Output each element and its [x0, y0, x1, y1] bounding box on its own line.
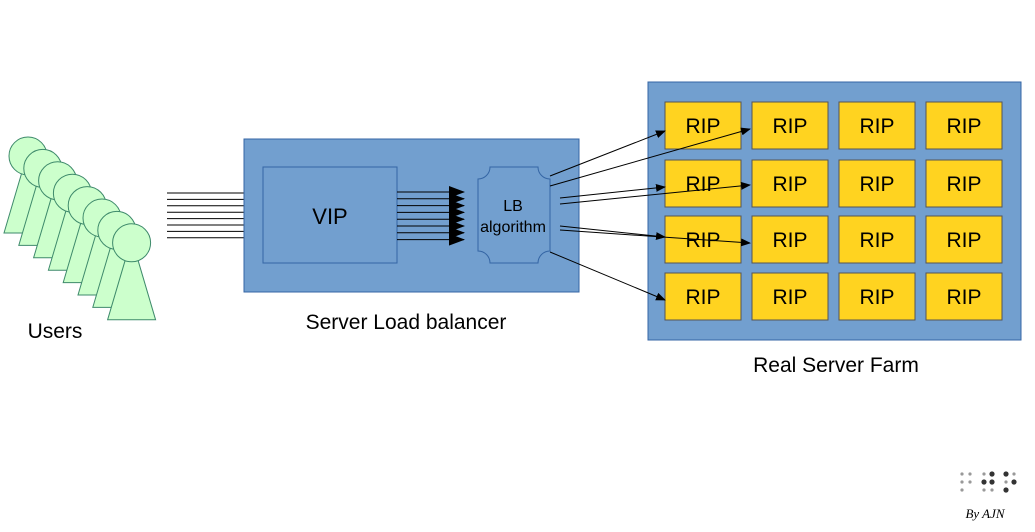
server-farm-label: Real Server Farm [753, 354, 919, 377]
rip-server: RIP [925, 101, 1003, 150]
rip-arrow [559, 181, 751, 205]
signature: By AJN [965, 506, 1005, 521]
rip-label: RIP [859, 173, 894, 196]
rip-server: RIP [925, 159, 1003, 208]
lb-to-rip-arrows [549, 127, 751, 301]
vip-box [262, 166, 398, 264]
rip-label: RIP [772, 286, 807, 309]
vip-to-lb-arrows [397, 186, 465, 246]
rip-arrow [549, 130, 666, 177]
rip-server: RIP [664, 101, 742, 150]
ajn-logo-icon [960, 471, 1017, 493]
rip-label: RIP [772, 115, 807, 138]
rip-server: RIP [925, 272, 1003, 321]
rip-server: RIP [838, 215, 916, 264]
vip-label: VIP [312, 204, 347, 229]
rip-label: RIP [685, 115, 720, 138]
load-balancer-label: Server Load balancer [306, 311, 507, 334]
rip-arrow [559, 183, 666, 199]
rip-server: RIP [751, 215, 829, 264]
rip-server: RIP [751, 159, 829, 208]
user-figure-icon [106, 223, 157, 321]
rip-label: RIP [772, 229, 807, 252]
rip-label: RIP [859, 286, 894, 309]
rip-server: RIP [838, 272, 916, 321]
rip-label: RIP [859, 115, 894, 138]
rip-label: RIP [685, 286, 720, 309]
rip-label: RIP [946, 115, 981, 138]
rip-server: RIP [751, 101, 829, 150]
rip-label: RIP [859, 229, 894, 252]
rip-arrow [559, 225, 666, 241]
rip-server: RIP [751, 272, 829, 321]
rip-server: RIP [664, 159, 742, 208]
users-label: Users [28, 320, 83, 343]
rip-label: RIP [946, 229, 981, 252]
users-group [3, 136, 157, 321]
rip-label: RIP [772, 173, 807, 196]
lb-algorithm-label-line2: algorithm [480, 219, 546, 236]
lb-algorithm-label-line1: LB [503, 198, 523, 215]
rip-server: RIP [664, 272, 742, 321]
rip-label: RIP [946, 286, 981, 309]
rip-server: RIP [925, 215, 1003, 264]
rip-arrow [559, 229, 751, 247]
rip-server: RIP [838, 159, 916, 208]
rip-arrow [549, 127, 751, 187]
rip-label: RIP [685, 229, 720, 252]
rip-grid: RIP RIP RIP RIP RIP RIP RIP RIP RIP RIP RIP RIP RIP R… [664, 101, 1003, 321]
rip-label: RIP [946, 173, 981, 196]
rip-label: RIP [685, 173, 720, 196]
rip-server: RIP [838, 101, 916, 150]
rip-arrow [549, 251, 666, 301]
lb-algorithm-box [477, 166, 551, 264]
